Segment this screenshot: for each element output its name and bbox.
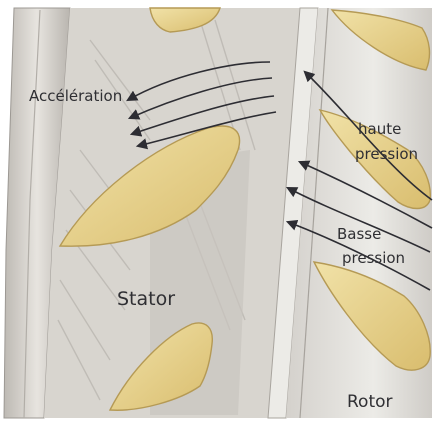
basse-pression-label-line1: Basse (337, 227, 381, 242)
haute-pression-label-line2: pression (355, 147, 418, 162)
stator-label: Stator (117, 290, 175, 309)
basse-pression-label-line2: pression (342, 251, 405, 266)
haute-pression-label-line1: haute (358, 122, 401, 137)
rotor-label: Rotor (347, 394, 393, 411)
acceleration-label: Accélération (29, 89, 122, 104)
